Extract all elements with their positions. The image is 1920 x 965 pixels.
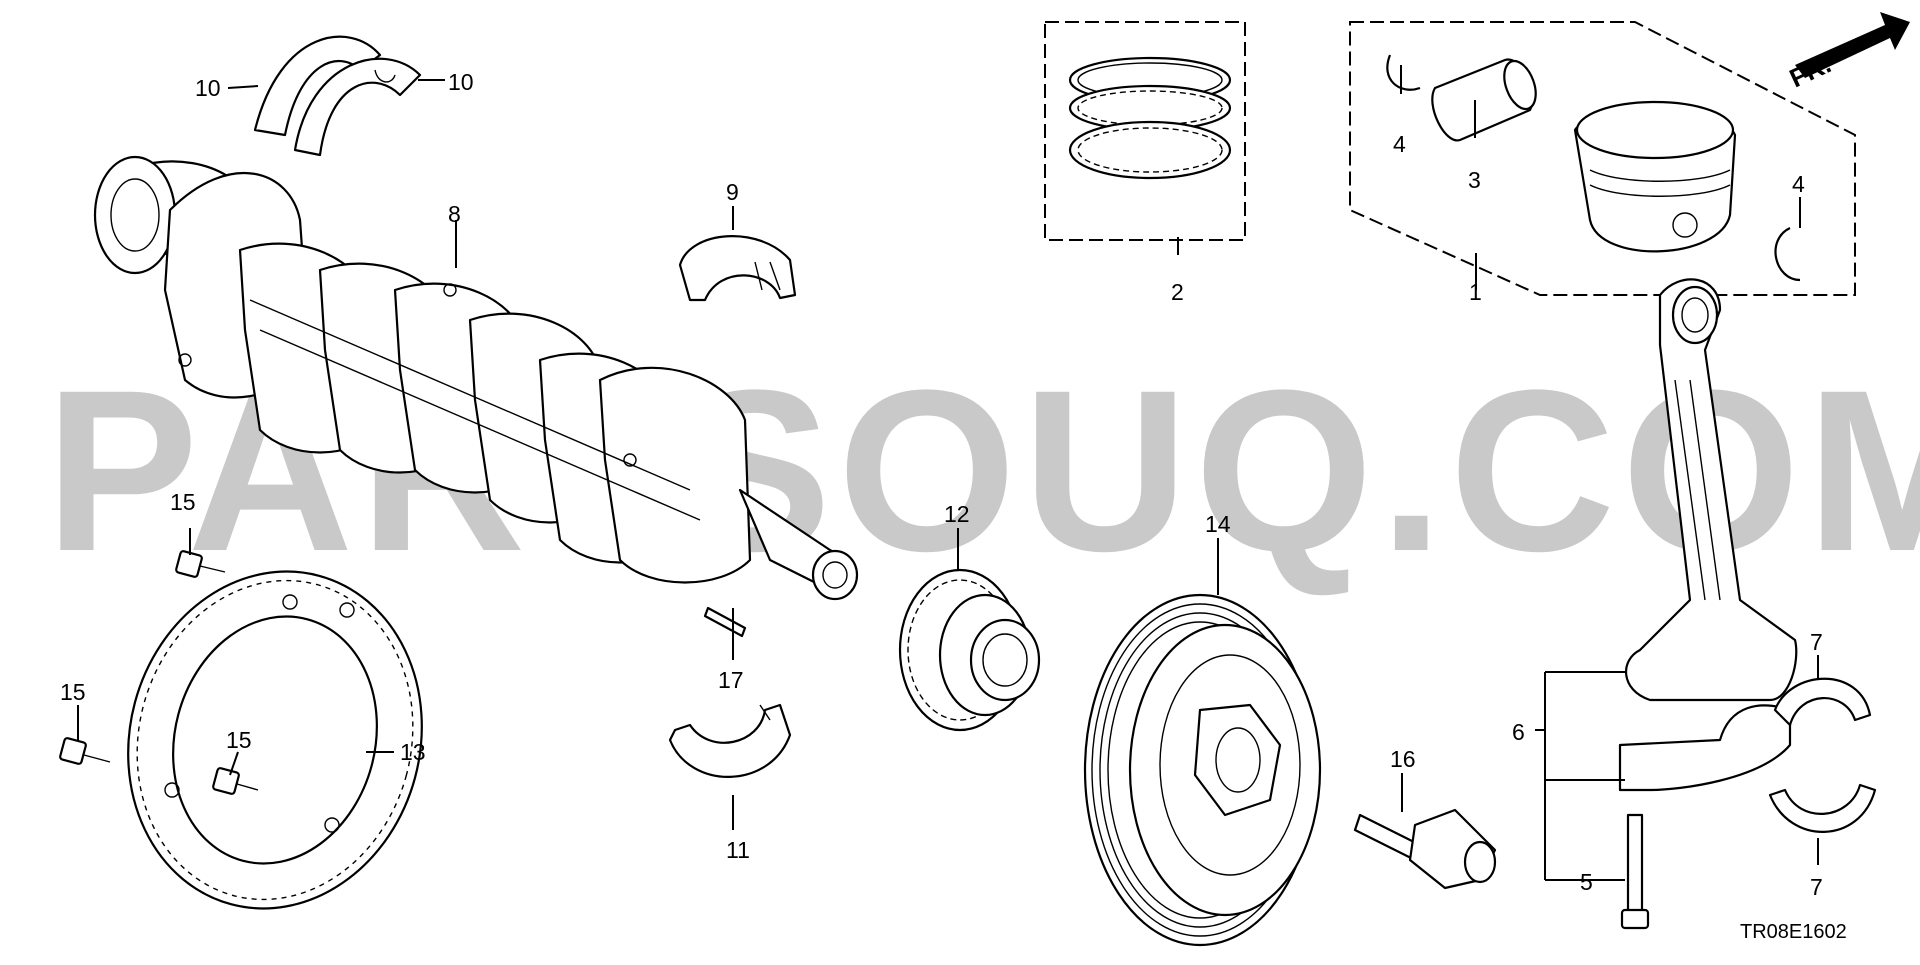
callout-9: 9 <box>726 179 739 205</box>
pulley-bolt[interactable] <box>1353 808 1497 890</box>
callout-10-left: 10 <box>195 75 221 101</box>
conrod-bearing-lower[interactable] <box>1768 783 1877 833</box>
thrust-washer-left[interactable] <box>253 35 382 137</box>
callout-3: 3 <box>1468 167 1481 193</box>
callout-7-bottom: 7 <box>1810 874 1823 900</box>
callout-15-left: 15 <box>60 679 86 705</box>
callout-17: 17 <box>718 667 744 693</box>
callout-7-top: 7 <box>1810 629 1823 655</box>
callout-10-right: 10 <box>448 69 474 95</box>
crank-sprocket[interactable] <box>898 568 1041 732</box>
callout-2: 2 <box>1171 279 1184 305</box>
front-direction-indicator: FR. <box>1785 12 1910 93</box>
main-bearing-upper[interactable] <box>678 235 797 302</box>
callout-16: 16 <box>1390 746 1416 772</box>
callout-labels: 10 10 8 9 17 11 12 14 16 2 1 4 3 4 6 5 7… <box>60 69 1823 900</box>
callout-12: 12 <box>944 501 970 527</box>
flywheel-bolt-left[interactable] <box>59 737 111 765</box>
woodruff-key[interactable] <box>703 606 747 638</box>
callout-5: 5 <box>1580 869 1593 895</box>
main-bearing-lower[interactable] <box>668 703 792 778</box>
piston-ring-set[interactable] <box>1044 21 1246 255</box>
piston-assembly[interactable] <box>1349 21 1856 296</box>
leader-lines <box>77 65 1819 881</box>
conrod-bolt[interactable] <box>1620 813 1650 930</box>
callout-8: 8 <box>448 201 461 227</box>
callout-1: 1 <box>1469 279 1482 305</box>
conrod-bearing-upper[interactable] <box>1773 677 1872 727</box>
callout-15-top: 15 <box>170 489 196 515</box>
callout-6: 6 <box>1512 719 1525 745</box>
callout-14: 14 <box>1205 511 1231 537</box>
flywheel-bolt-top[interactable] <box>175 550 226 578</box>
callout-15-mid: 15 <box>226 727 252 753</box>
crank-pulley[interactable] <box>1083 593 1322 947</box>
callout-4-left: 4 <box>1393 131 1406 157</box>
callout-4-right: 4 <box>1792 171 1805 197</box>
thrust-washer-right[interactable] <box>293 57 422 157</box>
diagram-code: TR08E1602 <box>1740 921 1847 943</box>
crankshaft-part[interactable] <box>93 155 859 601</box>
flywheel-bolt-mid[interactable] <box>212 767 259 795</box>
callout-11: 11 <box>726 837 750 863</box>
connecting-rod[interactable] <box>1618 278 1798 792</box>
drive-plate[interactable] <box>91 538 459 941</box>
callout-13: 13 <box>400 739 426 765</box>
